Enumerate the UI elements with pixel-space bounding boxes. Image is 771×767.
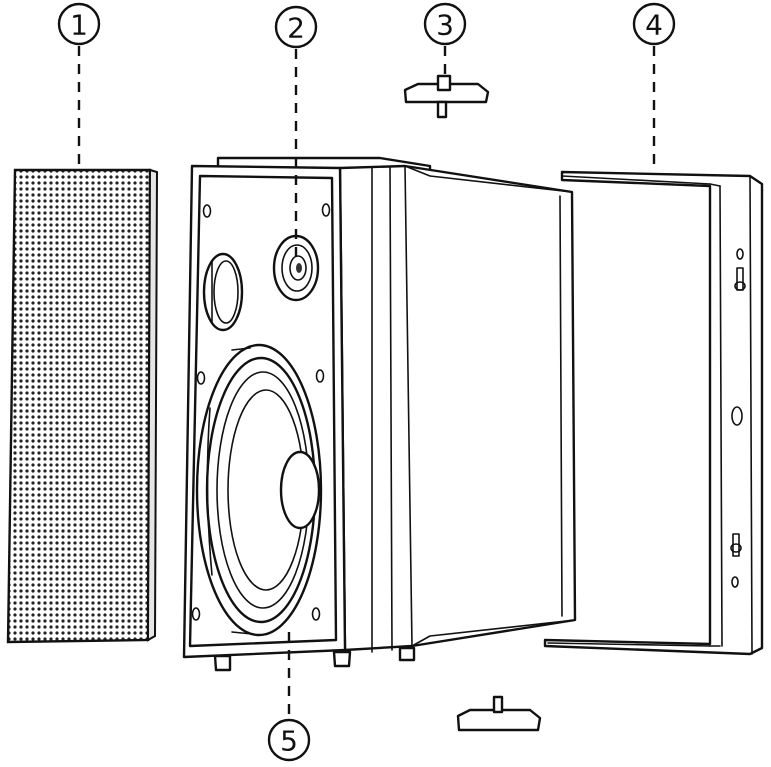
- grille-edge: [146, 168, 159, 642]
- cabinet-bottom-edge: [411, 619, 576, 647]
- bracket-center-hole: [731, 406, 743, 426]
- bracket-outline: [543, 170, 764, 656]
- mounting-knob-top: [403, 74, 490, 119]
- bass-port-inner: [213, 260, 239, 324]
- callout-3-circle: [423, 2, 467, 46]
- screw-hole: [191, 607, 201, 621]
- callout-2-circle: [274, 5, 318, 49]
- screw-hole: [202, 204, 212, 218]
- cabinet-rear-edge: [559, 195, 563, 617]
- callout-4: 4: [632, 2, 676, 170]
- callout-2: 2: [274, 5, 318, 262]
- callout-1-label: 1: [70, 9, 88, 42]
- callout-5-circle: [267, 718, 311, 762]
- cabinet-top-edge: [404, 165, 573, 193]
- woofer: [195, 343, 323, 637]
- wall-bracket: [543, 170, 764, 656]
- grille: [6, 168, 159, 644]
- callout-4-label: 4: [645, 9, 663, 42]
- mounting-knob-bottom: [456, 695, 542, 732]
- cabinet-side-edge-2: [389, 166, 393, 651]
- callout-4-circle: [632, 2, 676, 46]
- bass-port: [202, 252, 244, 332]
- keyhole-slot: [732, 533, 740, 557]
- callout-5: 5: [267, 632, 311, 762]
- screw-hole: [321, 203, 331, 217]
- bracket-slot: [731, 576, 739, 588]
- screw-hole: [196, 371, 206, 385]
- callout-3: 3: [423, 2, 467, 76]
- tweeter: [272, 234, 320, 302]
- callout-5-label: 5: [280, 725, 298, 758]
- grille-front: [6, 168, 152, 644]
- cabinet-side: [338, 164, 577, 652]
- cabinet-foot-left: [213, 654, 232, 672]
- cabinet-foot-right: [332, 650, 352, 668]
- cabinet-foot-rear: [398, 646, 416, 662]
- callout-2-label: 2: [287, 12, 305, 45]
- speaker-cabinet: [182, 156, 577, 672]
- bracket-slot: [736, 248, 744, 260]
- screw-hole: [315, 369, 325, 383]
- cabinet-side-edge-3: [404, 165, 413, 647]
- callout-1-circle: [57, 2, 101, 46]
- screw-hole: [311, 607, 321, 621]
- cabinet-front-inner: [188, 174, 338, 648]
- callout-1: 1: [57, 2, 101, 168]
- callout-3-label: 3: [436, 9, 454, 42]
